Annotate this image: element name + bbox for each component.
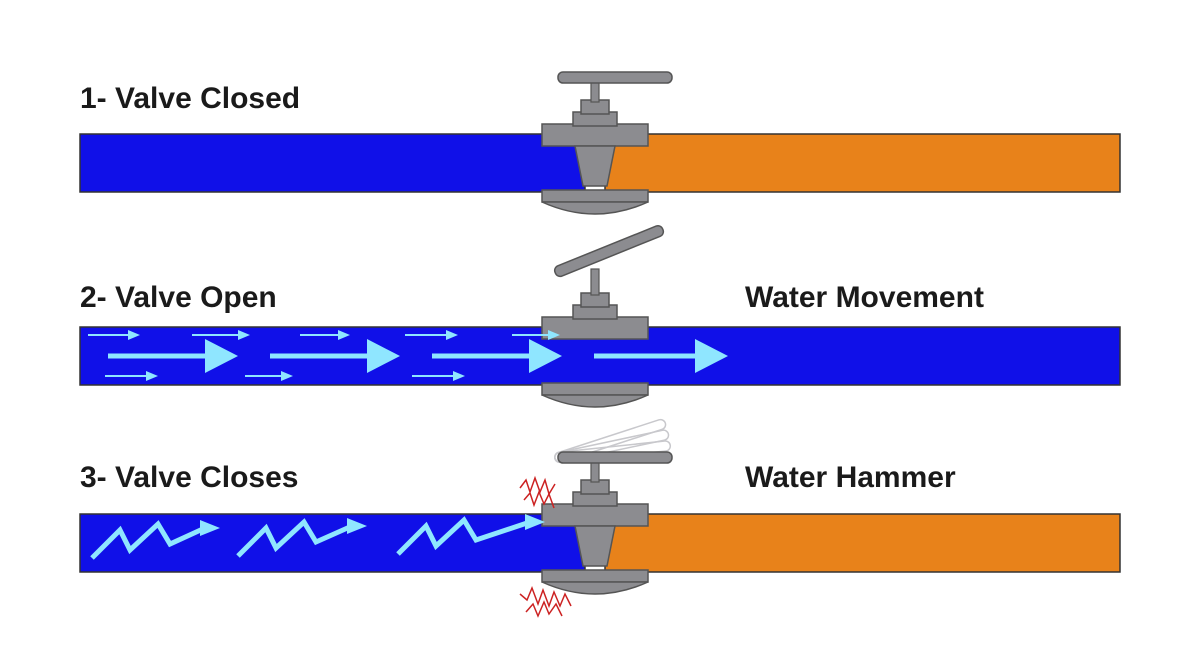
panel-3-label: 3- Valve Closes — [80, 461, 298, 494]
flow-arrow-icon — [88, 330, 728, 381]
water-hammer-label: Water Hammer — [745, 461, 956, 494]
vibration-icon — [519, 475, 572, 618]
valve-icon — [541, 224, 665, 408]
water-movement-label: Water Movement — [745, 281, 984, 314]
shockwave-icon — [90, 516, 531, 560]
panel-2-label: 2- Valve Open — [80, 281, 277, 314]
panel-1-label: 1- Valve Closed — [80, 82, 300, 115]
valve-icon — [541, 418, 673, 595]
pipe-empty-right-1 — [604, 133, 1121, 193]
panel-valve-open: 2- Valve Open Water Movement — [79, 224, 1121, 408]
valve-icon — [541, 71, 673, 215]
panel-valve-closed: 1- Valve Closed — [79, 71, 1121, 215]
pipe-empty-right-3 — [604, 513, 1121, 573]
panel-valve-closes: 3- Valve Closes Water Hammer — [79, 418, 1121, 618]
pipe-water-left-1 — [79, 133, 586, 193]
pipe-water-left-3 — [79, 513, 586, 573]
